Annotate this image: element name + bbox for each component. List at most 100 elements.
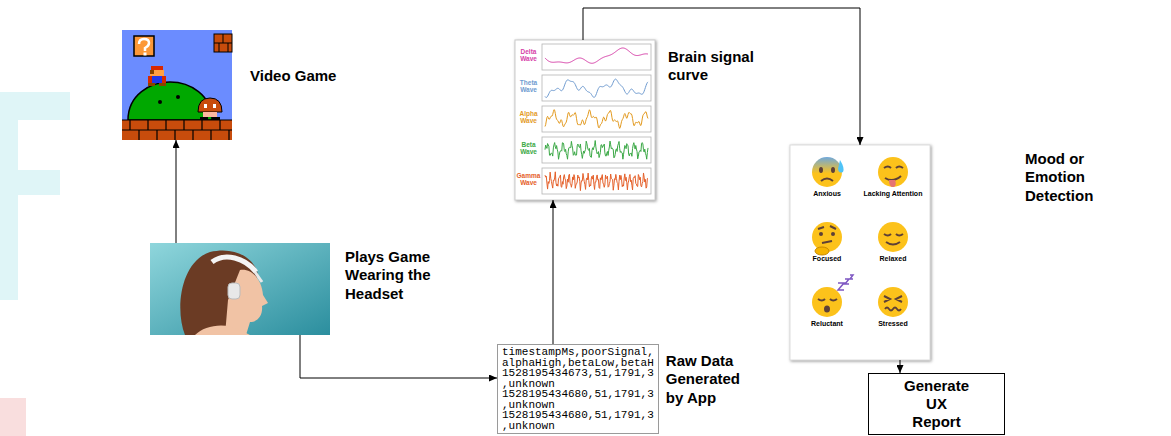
video-game-picture-part	[151, 66, 163, 70]
wave-panel	[542, 137, 651, 163]
focused-emoji-part	[812, 222, 842, 252]
wave-curve	[545, 172, 648, 191]
emotion-detection-node: Mood or Emotion Detection	[790, 145, 930, 360]
video-game-picture-part	[213, 104, 216, 108]
anxious-emoji-part	[838, 160, 844, 173]
focused-emoji-part	[815, 247, 829, 255]
flow-arrow	[900, 360, 901, 373]
video-game-picture-part	[122, 120, 232, 140]
focused-emoji	[812, 222, 842, 255]
video-game-picture-part	[214, 34, 232, 52]
anxious-emoji-part	[812, 157, 842, 187]
watermark-part	[0, 92, 70, 300]
box-label: Generate UX Report	[902, 377, 972, 431]
focused-emoji-part	[818, 226, 836, 229]
video-game-picture-part	[144, 53, 147, 56]
emotion-caption: Relaxed	[858, 255, 928, 263]
wave-curve	[545, 79, 648, 97]
video-game-picture-part	[176, 95, 180, 99]
flow-arrow	[583, 8, 860, 145]
data-line: timestampMs,poorSignal,	[502, 347, 654, 358]
watermark	[0, 92, 70, 436]
wave-panel	[542, 106, 651, 132]
wave-label: Theta Wave	[516, 79, 541, 93]
emotion-caption: Reluctant	[792, 320, 862, 328]
anxious-emoji-part	[831, 167, 835, 173]
stressed-emoji-part	[885, 308, 901, 311]
relaxed-emoji	[878, 222, 908, 252]
stressed-emoji-part	[884, 296, 902, 302]
brain-wave-chart-part	[515, 40, 655, 200]
focused-emoji-part	[822, 241, 832, 243]
wave-label: Alpha Wave	[516, 110, 541, 124]
lacking-attention-emoji-part	[884, 167, 903, 169]
stressed-emoji-part	[878, 287, 908, 317]
wave-panel	[542, 168, 651, 194]
wave-panel	[542, 44, 651, 70]
relaxed-emoji-part	[884, 234, 903, 236]
video-game-picture-part	[212, 117, 220, 120]
data-line: ,unknown	[502, 379, 654, 390]
wave-label: Gamma Wave	[516, 172, 541, 186]
lacking-attention-emoji	[878, 157, 908, 187]
headset-player-photo-part	[255, 272, 262, 282]
node-heading: Brain signal curve	[668, 48, 768, 85]
node-heading: Raw Data Generated by App	[666, 352, 758, 407]
video-game-picture-part	[134, 36, 154, 56]
video-game-picture-part	[128, 82, 212, 120]
video-game-picture-part	[150, 70, 154, 74]
video-game-picture	[122, 30, 232, 140]
anxious-emoji-part	[819, 167, 823, 173]
wave-label: Beta Wave	[516, 141, 541, 155]
emotion-caption: Focused	[792, 255, 862, 263]
stressed-emoji	[878, 287, 908, 317]
data-line: alphaHigh,betaLow,betaH	[502, 358, 654, 369]
report-box: Generate UX Report	[868, 373, 1005, 435]
video-game-picture-part	[214, 34, 232, 52]
anxious-emoji-part	[821, 179, 833, 182]
emotion-caption: Anxious	[792, 190, 862, 198]
video-game-picture-part	[122, 30, 232, 140]
lacking-attention-emoji-part	[889, 180, 896, 187]
video-game-picture-part	[148, 76, 166, 83]
wave-curve	[545, 110, 648, 129]
player-photo-node: Plays Game Wearing the Headset	[150, 243, 330, 335]
emotion-panel-part	[790, 145, 930, 360]
data-line: ,unknown	[502, 400, 654, 411]
video-game-picture-part	[204, 104, 207, 108]
raw-data-box: Raw Data Generated by ApptimestampMs,poo…	[497, 344, 659, 434]
video-game-picture-part	[150, 70, 164, 76]
video-game-picture-part	[148, 83, 155, 86]
lacking-attention-emoji-part	[878, 157, 908, 187]
video-game-picture-part	[200, 117, 208, 120]
emotion-caption: Lacking Attention	[858, 190, 928, 198]
flow-arrow	[300, 335, 497, 378]
node-heading: Video Game	[250, 67, 370, 85]
game-screenshot-node: Video Game	[122, 30, 232, 140]
data-line: ,unknown	[502, 421, 654, 432]
wave-curve	[545, 141, 648, 160]
reluctant-emoji-part	[824, 306, 830, 313]
headset-player-photo-part	[228, 283, 240, 299]
focused-emoji-part	[831, 232, 835, 236]
relaxed-emoji-part	[886, 242, 900, 245]
video-game-picture-part	[159, 83, 166, 86]
watermark-part	[0, 398, 26, 436]
headset-player-photo-part	[225, 270, 268, 335]
video-game-picture-part	[203, 112, 217, 117]
wave-curve	[545, 48, 648, 63]
focused-emoji-part	[819, 232, 823, 236]
headset-player-photo-part	[195, 325, 250, 335]
relaxed-emoji-part	[878, 222, 908, 252]
video-game-picture-part	[158, 100, 162, 104]
flow-arrow	[176, 140, 177, 243]
node-heading: Mood or Emotion Detection	[1025, 150, 1135, 205]
reluctant-emoji	[812, 275, 853, 317]
data-line: 1528195434680,51,1791,3	[502, 410, 654, 421]
emotion-caption: Stressed	[858, 320, 928, 328]
flow-arrow	[553, 200, 554, 344]
node-heading: Plays Game Wearing the Headset	[345, 248, 457, 303]
reluctant-emoji-part	[838, 275, 853, 290]
headset-player-photo-part	[150, 243, 330, 335]
